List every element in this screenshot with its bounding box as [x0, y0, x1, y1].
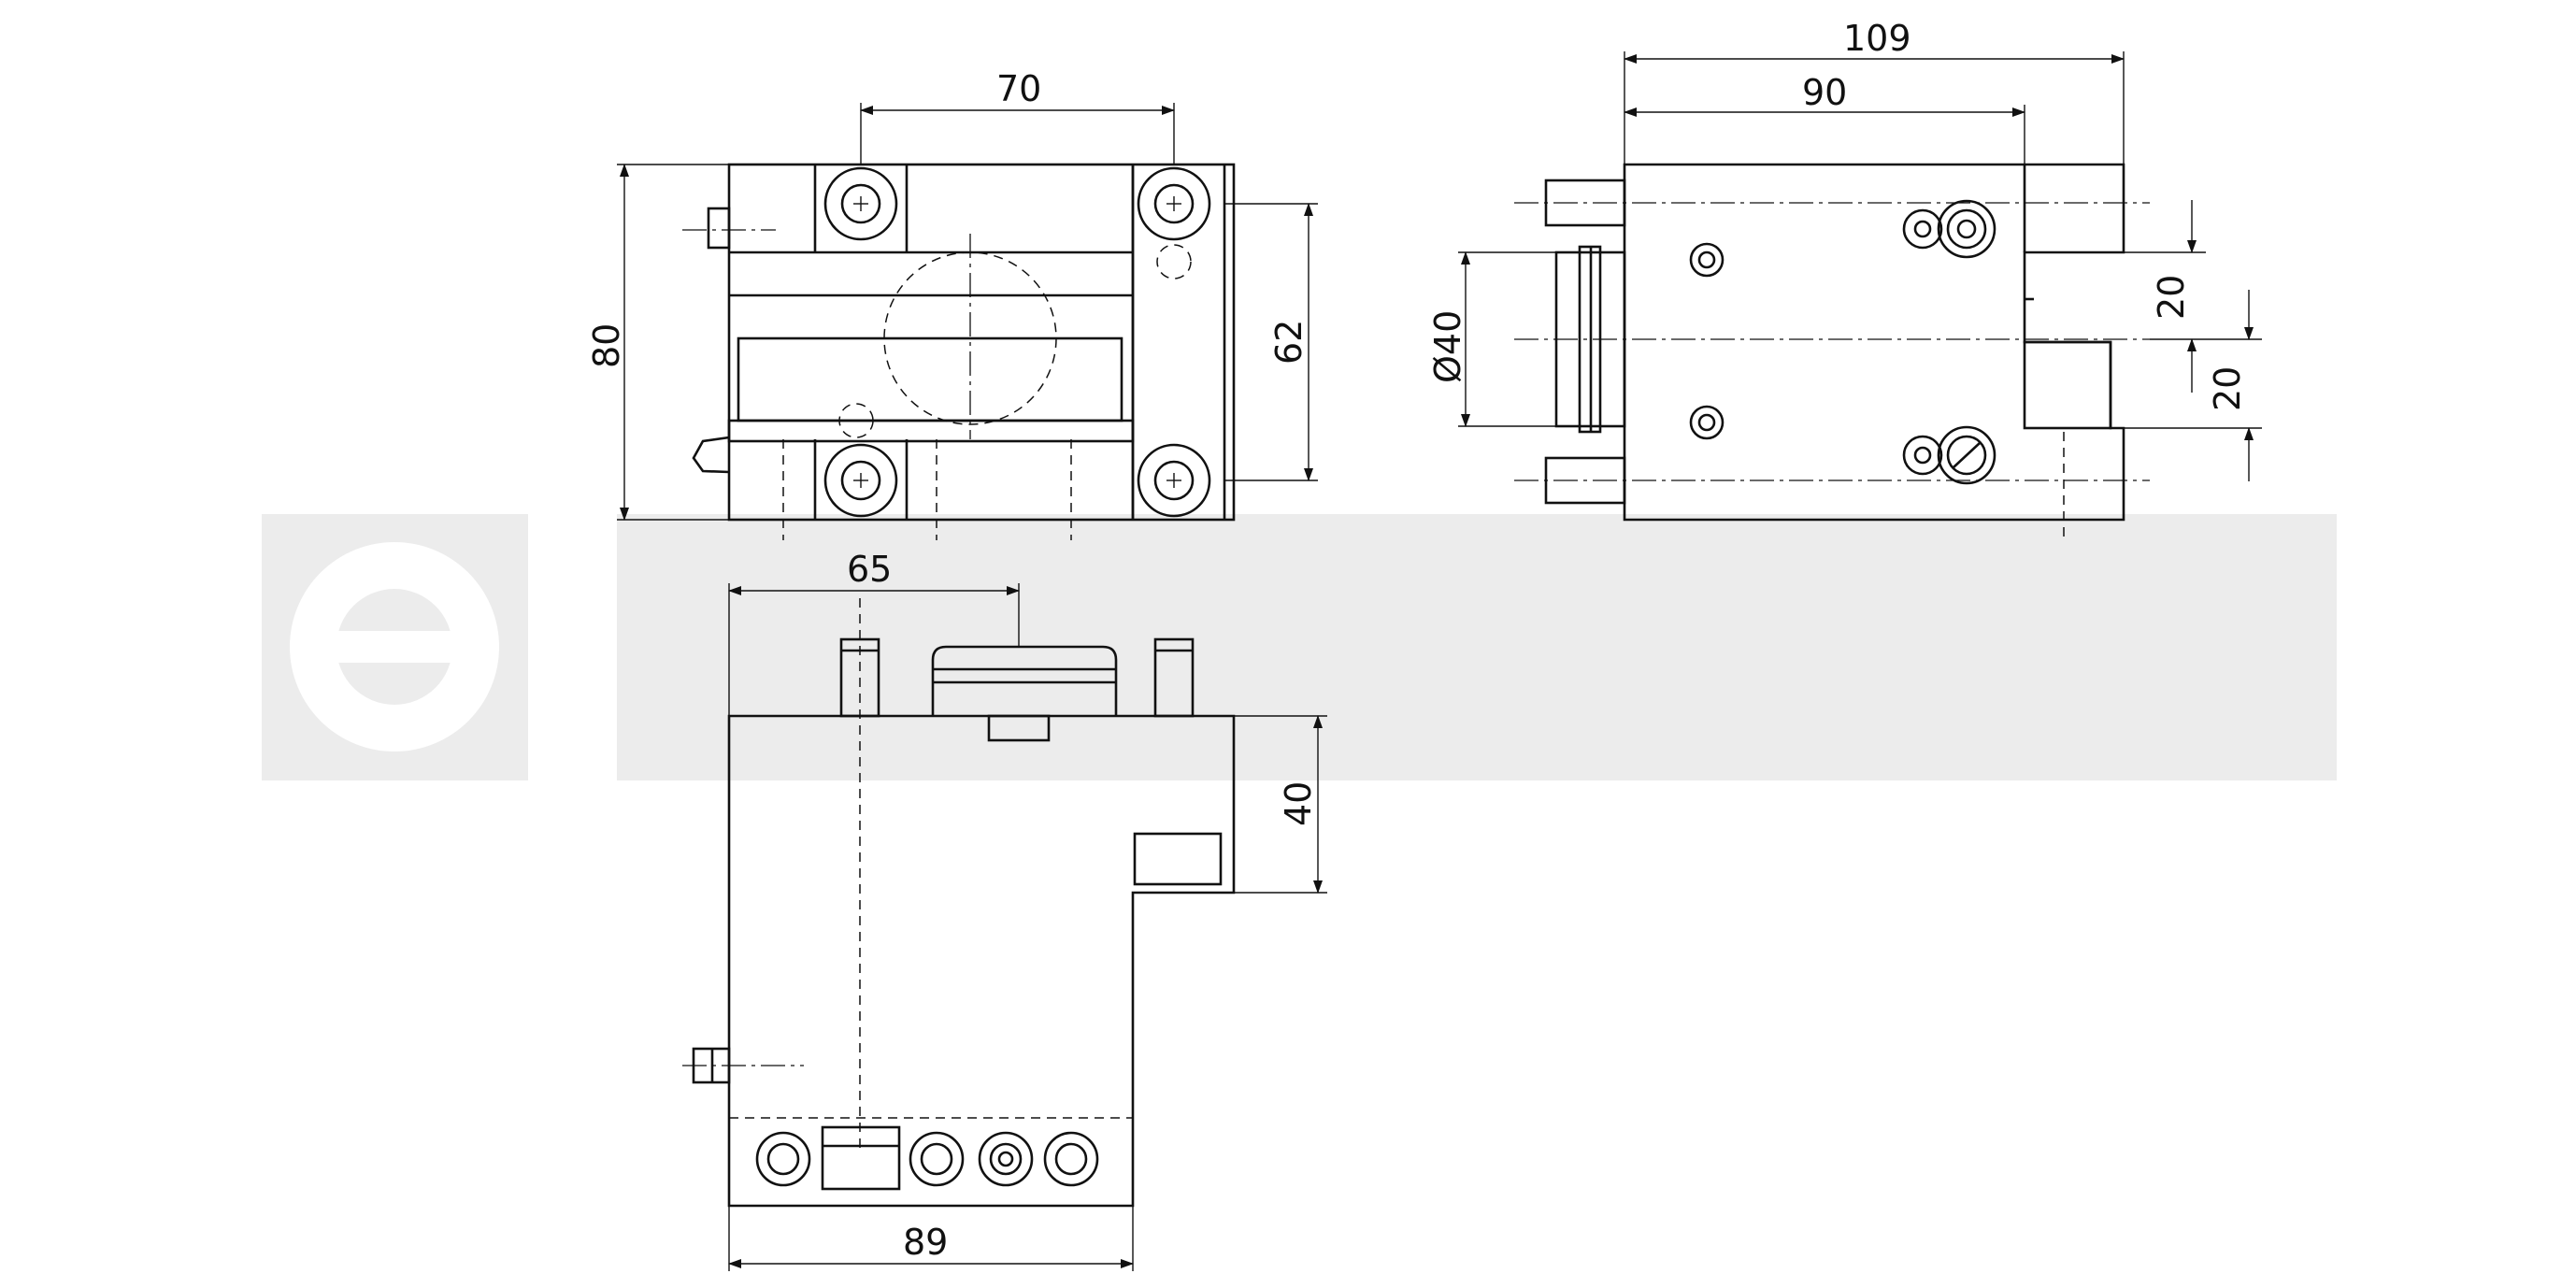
- dim-top-width: 70: [996, 68, 1041, 109]
- dim-front-width: 89: [903, 1222, 948, 1263]
- dim-offset-upper: 20: [2151, 275, 2192, 320]
- dim-side-total-width: 109: [1843, 18, 1911, 59]
- watermark-text-box: [617, 514, 2337, 780]
- top-view-pin-upper: [707, 207, 731, 250]
- dim-front-step-height: 40: [1278, 781, 1319, 826]
- top-view-pin-lower: [692, 436, 730, 474]
- dim-side-body-width: 90: [1802, 72, 1847, 113]
- front-view-spindle: [931, 645, 1118, 716]
- side-view-adjuster-lower: [1902, 425, 1996, 485]
- side-view-screw-upper: [1689, 242, 1724, 278]
- top-view: 70 80 62: [586, 68, 1318, 540]
- dim-right-height: 62: [1268, 320, 1309, 365]
- top-view-screw-br: [1137, 443, 1211, 518]
- front-view-pin-right: [1153, 637, 1195, 718]
- dim-front-spindle-offset: 65: [847, 549, 892, 590]
- top-view-screw-tr: [1137, 166, 1211, 241]
- front-view: 65 40 89: [682, 549, 1327, 1271]
- top-view-screw-bl: [823, 443, 898, 518]
- top-view-jaw: [737, 336, 1123, 422]
- side-view-key: [2023, 340, 2112, 430]
- watermark-logo-gap: [336, 631, 467, 663]
- dim-offset-lower: 20: [2207, 366, 2248, 411]
- dim-bore-diameter: Ø40: [1427, 310, 1468, 383]
- side-view-adjuster-upper: [1902, 199, 1996, 259]
- watermark-brand: EPPINGER: [626, 469, 2327, 828]
- top-view-screw-tl: [823, 166, 898, 241]
- top-view-body: [727, 163, 1236, 522]
- watermark: EPPINGER: [262, 469, 2337, 828]
- dim-left-height: 80: [586, 323, 627, 368]
- side-view: 109 90 Ø40 20 20: [1427, 18, 2262, 542]
- side-view-screw-lower: [1689, 405, 1724, 440]
- front-view-bottom-features: [755, 1125, 1099, 1191]
- front-view-key: [1133, 832, 1223, 886]
